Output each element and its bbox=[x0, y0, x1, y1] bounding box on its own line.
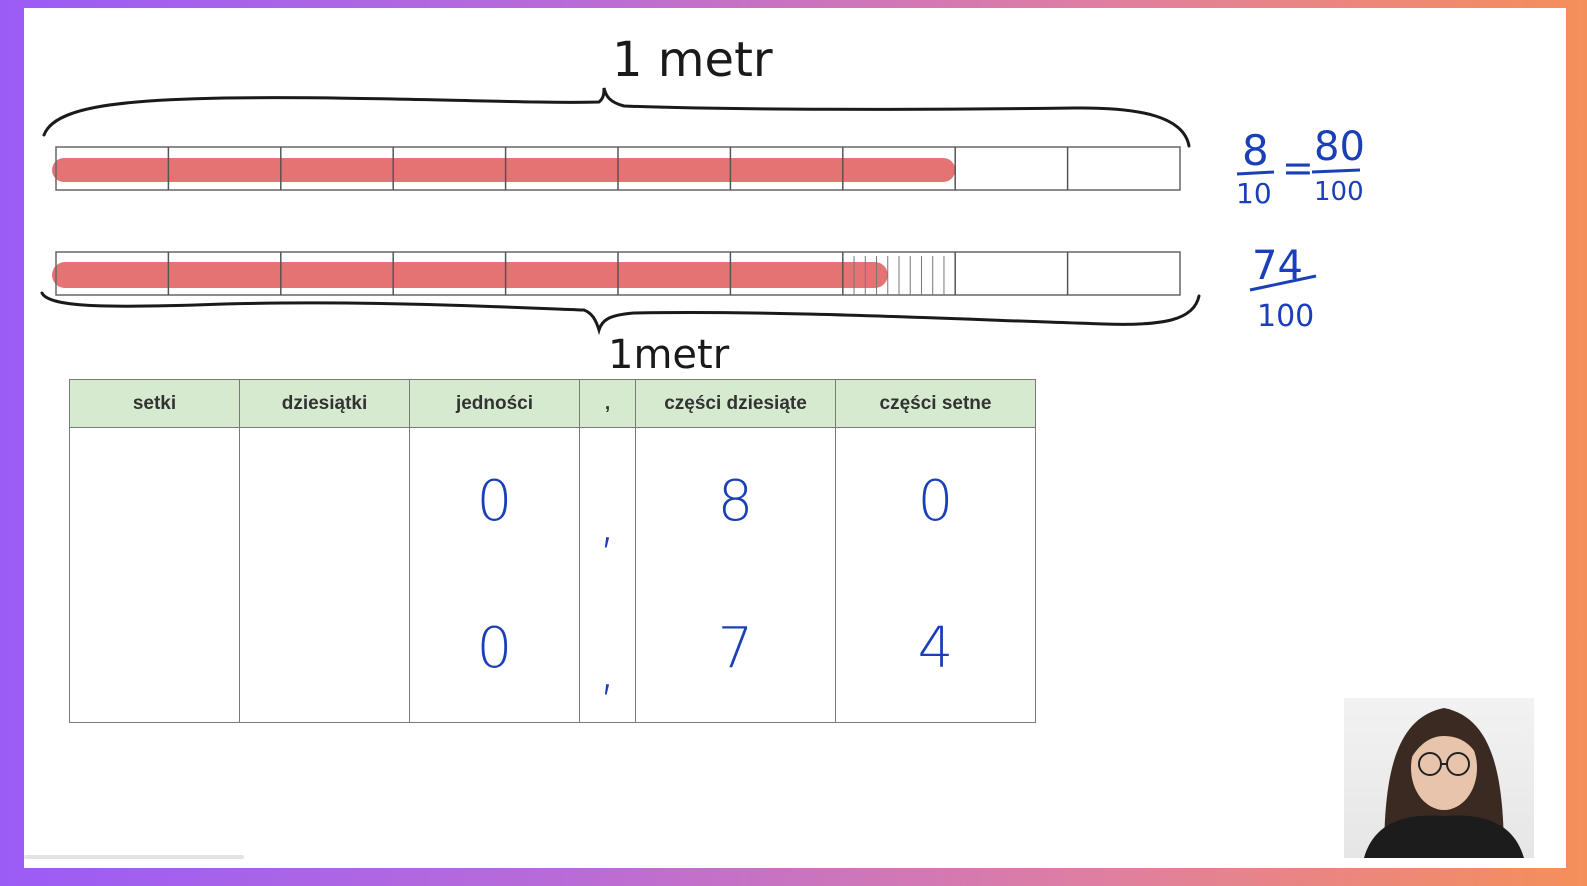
measuring-bar-2 bbox=[52, 251, 1181, 296]
top-label: 1 metr bbox=[612, 32, 773, 88]
bar-fill bbox=[52, 262, 888, 288]
cell-tenths: 7 bbox=[635, 575, 836, 723]
table-row: 0 , 8 0 bbox=[69, 427, 1036, 575]
header-tens: dziesiątki bbox=[239, 379, 410, 428]
fraction-num-left: 8 bbox=[1242, 126, 1269, 175]
fraction-equals: = bbox=[1282, 146, 1314, 190]
fraction-den-left: 10 bbox=[1236, 177, 1272, 210]
cell-hundreds bbox=[69, 427, 240, 575]
fraction-den-right: 100 bbox=[1314, 177, 1364, 207]
top-brace bbox=[42, 87, 1191, 148]
cell-hundredths: 4 bbox=[835, 575, 1036, 723]
whiteboard: 1 metr 1metr 8 10 = 80 100 74 100 bbox=[24, 8, 1566, 868]
bar-fill bbox=[52, 158, 956, 182]
header-hundreds: setki bbox=[69, 379, 240, 428]
bottom-brace bbox=[40, 291, 1201, 336]
horizontal-scrollbar[interactable] bbox=[24, 855, 244, 859]
cell-units: 0 bbox=[409, 427, 580, 575]
cell-units: 0 bbox=[409, 575, 580, 723]
header-comma: , bbox=[579, 379, 636, 428]
cell-comma: , bbox=[579, 575, 636, 723]
table-row: 0 , 7 4 bbox=[69, 575, 1036, 723]
header-units: jedności bbox=[409, 379, 580, 428]
cell-tens bbox=[239, 575, 410, 723]
fraction-74-100: 74 100 bbox=[1249, 243, 1317, 334]
webcam-overlay bbox=[1344, 698, 1534, 858]
fraction-num: 74 bbox=[1252, 243, 1303, 289]
cell-hundreds bbox=[69, 575, 240, 723]
fraction-den: 100 bbox=[1257, 299, 1314, 334]
bottom-label: 1metr bbox=[608, 332, 730, 378]
cell-tenths: 8 bbox=[635, 427, 836, 575]
fraction-num-right: 80 bbox=[1314, 124, 1365, 170]
drawing-canvas: 1 metr 1metr 8 10 = 80 100 74 100 bbox=[40, 32, 1365, 378]
cell-tens bbox=[239, 427, 410, 575]
header-hundredths: części setne bbox=[835, 379, 1036, 428]
cell-comma: , bbox=[579, 427, 636, 575]
cell-hundredths: 0 bbox=[835, 427, 1036, 575]
table-header-row: setki dziesiątki jedności , części dzies… bbox=[69, 379, 1036, 428]
measuring-bar-1 bbox=[52, 146, 1181, 191]
header-tenths: części dziesiąte bbox=[635, 379, 836, 428]
place-value-table: setki dziesiątki jedności , części dzies… bbox=[69, 379, 1036, 723]
presenter-video bbox=[1364, 708, 1524, 858]
fraction-equation: 8 10 = 80 100 bbox=[1236, 124, 1365, 210]
